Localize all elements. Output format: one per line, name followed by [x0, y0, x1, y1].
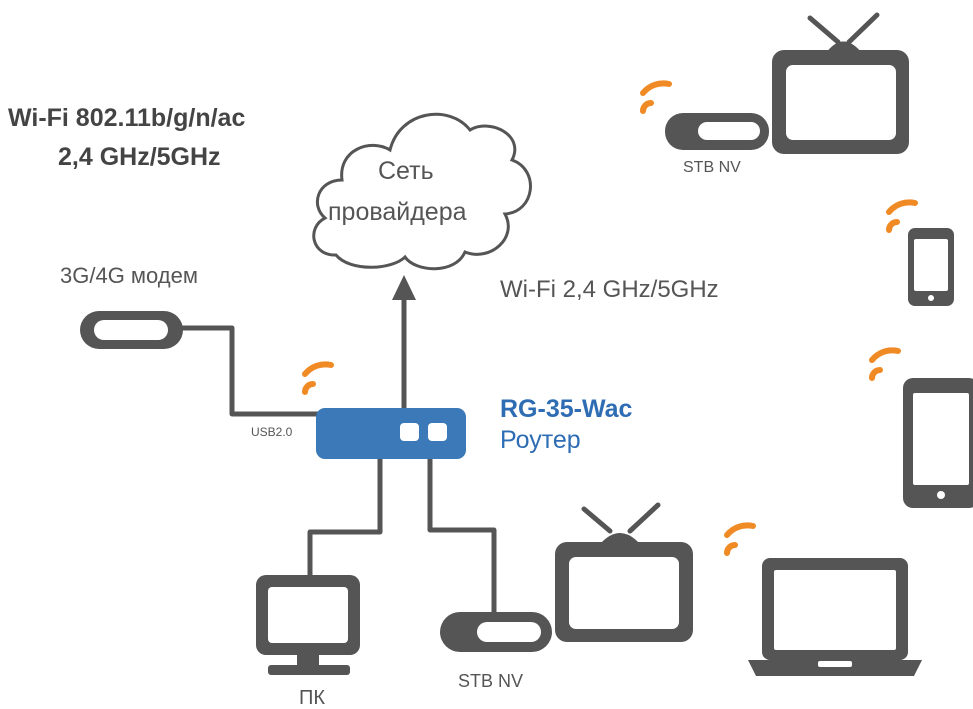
uplink-arrow-icon — [392, 275, 416, 300]
wifi-signal-icon — [886, 199, 918, 233]
cloud-icon — [312, 112, 532, 271]
stb-top-label: STB NV — [683, 159, 741, 176]
wifi-standard-label: Wi-Fi 802.11b/g/n/ac — [8, 104, 246, 132]
wifi-signal-icon — [640, 80, 672, 114]
tv-top-icon — [772, 12, 909, 154]
wifi-signal-icon — [869, 347, 901, 381]
pc-label: ПК — [299, 687, 326, 709]
pc-link — [307, 459, 383, 575]
router-icon — [316, 408, 466, 459]
stb-bottom-label: STB NV — [458, 671, 524, 691]
tablet-icon — [903, 378, 973, 508]
modem-label: 3G/4G модем — [60, 263, 198, 288]
stb-link — [427, 459, 497, 612]
router-led-2 — [428, 423, 447, 441]
usb-label: USB2.0 — [251, 425, 293, 439]
cloud-label-line1: Сеть — [378, 157, 434, 185]
wifi-signal-icon — [302, 361, 334, 395]
monitor-icon — [256, 575, 360, 675]
modem-usb-link — [180, 325, 318, 417]
stb-bottom-slot — [477, 622, 541, 642]
cloud-label-line2: провайдера — [328, 198, 467, 226]
wifi-link-label: Wi-Fi 2,4 GHz/5GHz — [500, 276, 719, 303]
router-led-1 — [400, 423, 419, 441]
modem-body — [94, 320, 168, 340]
smartphone-icon — [908, 228, 954, 306]
router-role-label: Роутер — [500, 426, 581, 454]
wifi-signal-icon — [724, 522, 756, 556]
laptop-icon — [748, 558, 922, 676]
stb-top-slot — [698, 122, 760, 140]
wifi-bands-label: 2,4 GHz/5GHz — [58, 143, 221, 171]
tv-bottom-icon — [555, 502, 693, 642]
router-model-label: RG-35-Wac — [500, 395, 633, 423]
